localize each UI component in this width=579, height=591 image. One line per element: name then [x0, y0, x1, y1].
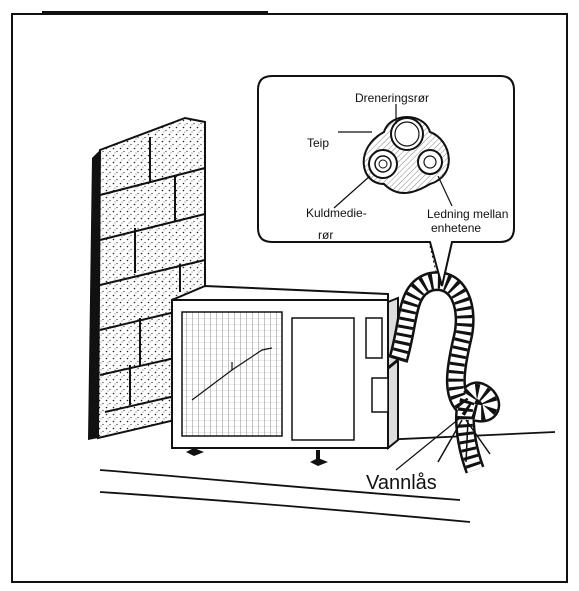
label-water-trap: Vannlås	[366, 472, 437, 494]
label-refrigerant-pipe-line1: Kuldmedie-	[306, 207, 367, 220]
label-cable-line2: enhetene	[431, 222, 481, 235]
outdoor-unit	[172, 286, 398, 466]
label-cable-line1: Ledning mellan	[427, 208, 508, 221]
label-drain-pipe: Dreneringsrør	[355, 92, 429, 105]
label-tape: Teip	[307, 137, 329, 150]
label-refrigerant-pipe-line2: rør	[318, 229, 333, 242]
pipe-bundle	[388, 281, 490, 470]
